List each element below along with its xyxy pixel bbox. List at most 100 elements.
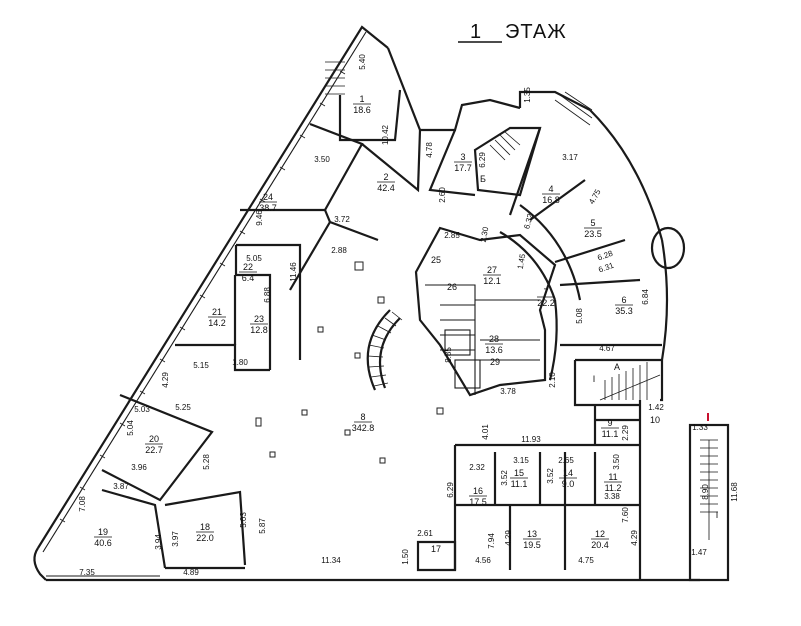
room-area: 38.7 (259, 203, 277, 213)
room-6-label: 635.3 (615, 295, 633, 316)
dimension-label: 2.88 (331, 246, 347, 255)
dimension-label: 4.78 (425, 142, 434, 158)
room-number: I (593, 374, 596, 384)
dimension-label: 1.80 (232, 358, 248, 367)
dimension-label: 7.08 (78, 496, 87, 512)
room-number: Б (480, 174, 486, 184)
room-number: 28 (489, 334, 499, 344)
dimension-label: 8.90 (701, 484, 710, 500)
dimension-label: 5.40 (358, 54, 367, 70)
room-32-label: I (593, 374, 596, 384)
red-marker (707, 413, 709, 421)
room-number: 29 (490, 357, 500, 367)
dimension-label: 2.29 (621, 425, 630, 441)
outer-walls (33, 25, 700, 582)
dimension-label: 3.50 (612, 454, 621, 470)
room-3-label: 317.7 (454, 152, 472, 173)
dimension-label: 3.15 (513, 456, 529, 465)
room-number: 12 (595, 529, 605, 539)
dimension-label: 3.97 (171, 531, 180, 547)
dimension-label: 1.35 (523, 87, 532, 103)
dimension-label: 5.03 (239, 512, 248, 528)
dimension-label: 4.75 (587, 187, 603, 205)
dimension-label: 4.29 (504, 530, 513, 546)
room-31-label: А (614, 362, 620, 372)
dimension-label: 1.45 (516, 253, 528, 270)
dimension-label: 4.29 (630, 530, 639, 546)
room-area: 18.6 (353, 105, 371, 115)
dimension-label: 8.85 (444, 347, 453, 363)
room-area: 35.3 (615, 306, 633, 316)
right-stair-block (688, 423, 730, 582)
room-area: 19.5 (523, 540, 541, 550)
dimension-label: 6.88 (263, 287, 272, 303)
room-area: 22.2 (537, 298, 555, 308)
room-number: 21 (212, 307, 222, 317)
room-7-label: 722.2 (537, 287, 555, 308)
dimension-label: 5.28 (202, 454, 211, 470)
dimension-label: 5.87 (258, 518, 267, 534)
dimension-label: 6.32 (522, 212, 535, 230)
dimension-label: 3.17 (562, 153, 578, 162)
dimension-label: 3.50 (314, 155, 330, 164)
room-area: 20.4 (591, 540, 609, 550)
room-number: А (614, 362, 620, 372)
room-area: 42.4 (377, 183, 395, 193)
dimension-label: 2.61 (417, 529, 433, 538)
dimension-label: 3.94 (154, 534, 163, 550)
room-number: 23 (254, 314, 264, 324)
dimension-label: 4.89 (183, 568, 199, 577)
room-number: 9 (607, 418, 612, 428)
room-number: 19 (98, 527, 108, 537)
dimension-label: 7.35 (79, 568, 95, 577)
room-number: 22 (243, 262, 253, 272)
room-area: 9.0 (562, 479, 575, 489)
room-number: 3 (460, 152, 465, 162)
dimension-label: 4.56 (475, 556, 491, 565)
interior-walls (101, 61, 662, 572)
room-area: 11.1 (602, 429, 619, 439)
room-29-label: 29 (490, 357, 500, 367)
dimension-label: 5.05 (246, 254, 262, 263)
room-area: 342.8 (352, 423, 375, 433)
dimension-label: 5.03 (134, 405, 150, 414)
room-area: 17.5 (469, 497, 487, 507)
dimension-label: 3.72 (334, 215, 350, 224)
room-2-label: 242.4 (377, 172, 395, 193)
room-area: 12.8 (250, 325, 268, 335)
dimension-label: 1.42 (648, 403, 664, 412)
dimension-label: 5.04 (126, 420, 135, 436)
floor-label: ЭТАЖ (505, 21, 567, 43)
dimension-label: 2.85 (444, 231, 460, 240)
dimension-label: 5.08 (575, 308, 584, 324)
dimension-label: 3.52 (500, 470, 509, 486)
room-number: 8 (360, 412, 365, 422)
dimension-label: 11.93 (521, 435, 541, 444)
dimension-label: 6.84 (641, 289, 650, 305)
room-number: 25 (431, 255, 441, 265)
room-area: 14.2 (208, 318, 226, 328)
dimension-label: 6.29 (446, 482, 455, 498)
room-26-label: 26 (447, 282, 457, 292)
room-area: 11.2 (605, 483, 622, 493)
dimension-label: 2.65 (558, 456, 574, 465)
room-number: 17 (431, 544, 441, 554)
room-1-label: 118.6 (353, 94, 371, 115)
room-area: 22.7 (145, 445, 163, 455)
dimension-label: 1.50 (401, 549, 410, 565)
dimension-label: 2.60 (438, 187, 447, 203)
dimension-label: 1.33 (692, 423, 708, 432)
room-number: 14 (563, 468, 573, 478)
room-9-label: 911.1 (601, 418, 619, 439)
dimension-label: 3.52 (546, 468, 555, 484)
